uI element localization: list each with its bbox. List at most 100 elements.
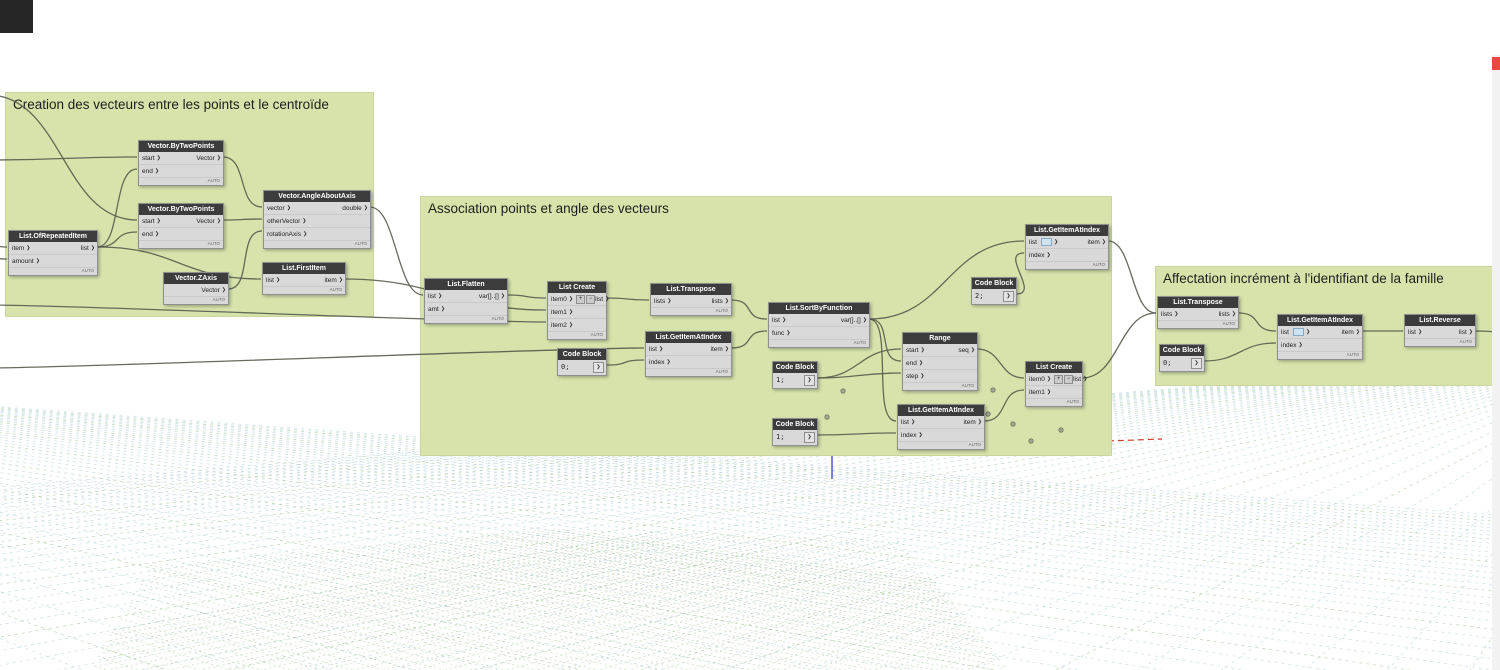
input-port-vector[interactable]: vector❯ [267,204,291,212]
lacing-indicator[interactable]: AUTO [1222,321,1235,326]
input-port-index[interactable]: index❯ [1029,251,1051,259]
output-port[interactable]: ❯ [593,361,604,373]
input-port-func[interactable]: func❯ [772,329,791,337]
add-input-button[interactable]: + [576,294,586,304]
input-port-list[interactable]: list❯ [1408,328,1423,336]
code-value[interactable]: 1; [776,433,785,441]
lacing-indicator[interactable]: AUTO [1066,399,1079,404]
scrollbar-track[interactable] [1492,55,1500,670]
scrollbar-marker[interactable] [1492,57,1500,70]
output-port-list[interactable]: list❯ [1458,328,1473,336]
input-port-list[interactable]: list❯ [428,292,443,300]
output-port-item[interactable]: item❯ [324,276,343,284]
lacing-indicator[interactable]: AUTO [853,340,866,345]
code-value[interactable]: 1; [776,376,785,384]
output-port-var[]..[][interactable]: var[]..[]❯ [478,292,505,300]
lacing-indicator[interactable]: AUTO [715,308,728,313]
remove-input-button[interactable]: − [1064,374,1074,384]
output-port-seq[interactable]: seq❯ [958,346,975,354]
input-port-item1[interactable]: item1❯ [551,308,574,316]
lacing-indicator[interactable]: AUTO [491,316,504,321]
lacing-indicator[interactable]: AUTO [715,369,728,374]
code-value[interactable]: 0; [1163,359,1172,367]
input-port-list[interactable]: list❯ [901,418,916,426]
input-port-index[interactable]: index❯ [649,358,671,366]
input-port-list[interactable]: list❯ [1029,238,1059,246]
output-port-double[interactable]: double❯ [342,204,368,212]
input-port-step[interactable]: step❯ [906,372,925,380]
input-port-list[interactable]: list❯ [1281,328,1311,336]
input-port-start[interactable]: start❯ [906,346,925,354]
output-port[interactable]: ❯ [1003,290,1014,302]
input-port-list[interactable]: list❯ [772,316,787,324]
lacing-indicator[interactable]: AUTO [590,332,603,337]
code-value[interactable]: 0; [561,363,570,371]
lacing-indicator[interactable]: AUTO [1459,339,1472,344]
output-port-Vector[interactable]: Vector❯ [196,217,221,225]
output-port-item[interactable]: item❯ [1341,328,1360,336]
lacing-indicator[interactable]: AUTO [1346,352,1359,357]
input-port-otherVector[interactable]: otherVector❯ [267,217,307,225]
input-port-start[interactable]: start❯ [142,217,161,225]
lacing-indicator[interactable]: AUTO [212,297,225,302]
input-port-amt[interactable]: amt❯ [428,305,446,313]
output-port-Vector[interactable]: Vector❯ [201,286,226,294]
output-port-lists[interactable]: lists❯ [711,297,729,305]
input-port-index[interactable]: index❯ [901,431,923,439]
input-port-start[interactable]: start❯ [142,154,161,162]
lacing-indicator[interactable]: AUTO [968,442,981,447]
lacing-indicator[interactable]: AUTO [1092,262,1105,267]
input-port-index[interactable]: index❯ [1281,341,1303,349]
input-port-list[interactable]: list❯ [649,345,664,353]
lacing-indicator[interactable]: AUTO [207,241,220,246]
output-port-item[interactable]: item❯ [1087,238,1106,246]
input-port-lists[interactable]: lists❯ [654,297,672,305]
list-level-chip[interactable] [1040,238,1052,246]
add-input-button[interactable]: + [1054,374,1064,384]
input-port-item2[interactable]: item2❯ [551,321,574,329]
input-port-rotationAxis[interactable]: rotationAxis❯ [267,230,308,238]
output-port-list[interactable]: list❯ [595,295,610,303]
output-port-Vector[interactable]: Vector❯ [196,154,221,162]
code-value[interactable]: 2; [975,292,984,300]
output-port-item[interactable]: item❯ [963,418,982,426]
output-port-list[interactable]: list❯ [1073,375,1088,383]
output-port-list[interactable]: list❯ [80,244,95,252]
output-port-var[]..[][interactable]: var[]..[]❯ [840,316,867,324]
output-port-lists[interactable]: lists❯ [1218,310,1236,318]
lacing-indicator[interactable]: AUTO [354,241,367,246]
lacing-indicator[interactable]: AUTO [329,287,342,292]
lacing-indicator[interactable]: AUTO [207,178,220,183]
input-port-item1[interactable]: item1❯ [1029,388,1052,396]
lacing-indicator[interactable]: AUTO [81,268,94,273]
output-port[interactable]: ❯ [1191,357,1202,369]
input-port-item0[interactable]: item0❯ [551,295,574,303]
output-port[interactable]: ❯ [804,374,815,386]
input-port-lists[interactable]: lists❯ [1161,310,1179,318]
input-port-end[interactable]: end❯ [142,167,160,175]
